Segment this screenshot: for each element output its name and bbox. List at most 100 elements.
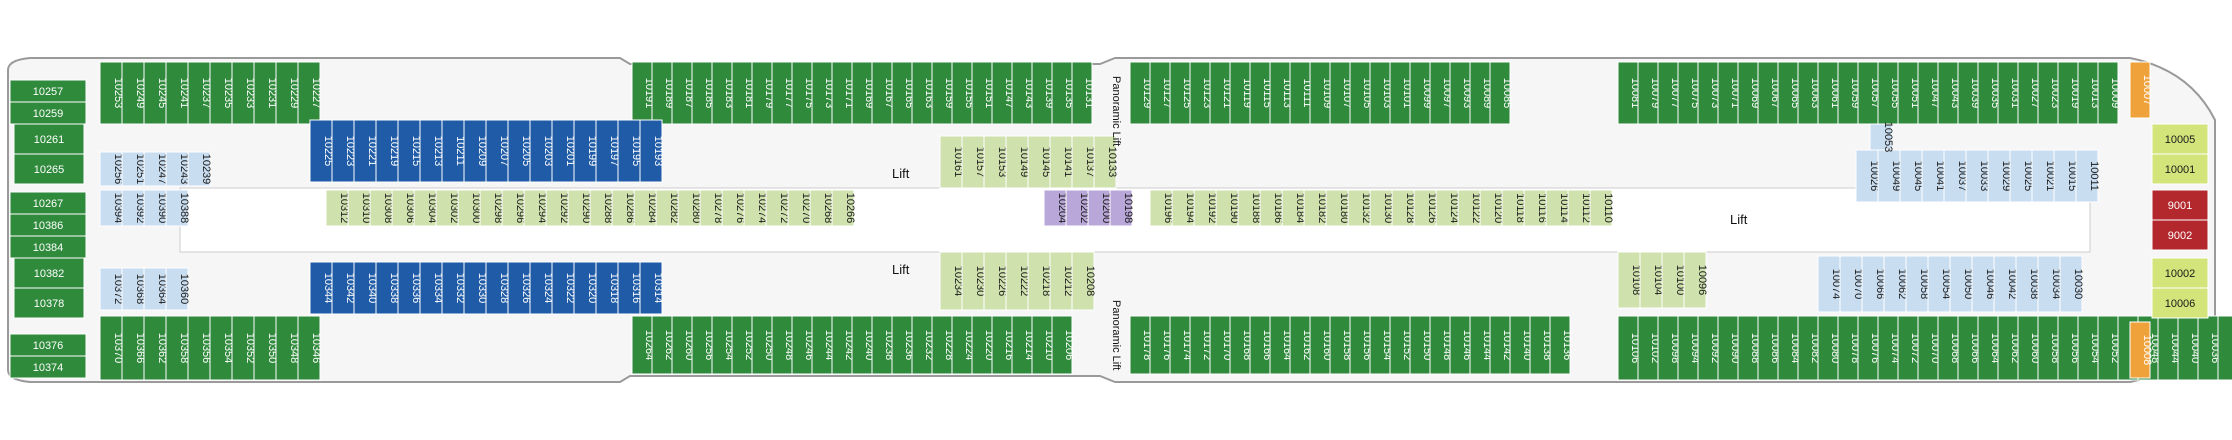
cabin-10230[interactable]: 10230 xyxy=(961,251,986,311)
cabin-10251[interactable]: 10251 xyxy=(121,151,146,187)
cabin-10378[interactable]: 10378 xyxy=(13,287,85,319)
cabin-10374[interactable]: 10374 xyxy=(9,355,87,379)
cabin-10249[interactable]: 10249 xyxy=(121,61,146,125)
cabin-10259[interactable]: 10259 xyxy=(9,101,87,125)
cabin-10284[interactable]: 10284 xyxy=(633,189,658,227)
cabin-10352[interactable]: 10352 xyxy=(231,315,256,381)
cabin-10149[interactable]: 10149 xyxy=(1005,135,1030,189)
cabin-10364[interactable]: 10364 xyxy=(143,267,168,311)
cabin-10218[interactable]: 10218 xyxy=(1027,251,1052,311)
cabin-10306[interactable]: 10306 xyxy=(391,189,416,227)
cabin-10153[interactable]: 10153 xyxy=(983,135,1008,189)
cabin-10197[interactable]: 10197 xyxy=(595,119,620,183)
cabin-10025[interactable]: 10025 xyxy=(2009,149,2034,203)
cabin-10124[interactable]: 10124 xyxy=(1435,189,1460,227)
cabin-10053[interactable]: 10053 xyxy=(1869,122,1894,153)
cabin-10136[interactable]: 10136 xyxy=(1549,315,1573,375)
cabin-10354[interactable]: 10354 xyxy=(209,315,234,381)
cabin-10204[interactable]: 10204 xyxy=(1043,189,1068,227)
cabin-10324[interactable]: 10324 xyxy=(529,261,554,315)
cabin-10342[interactable]: 10342 xyxy=(331,261,356,315)
cabin-10130[interactable]: 10130 xyxy=(1369,189,1394,227)
cabin-10382[interactable]: 10382 xyxy=(13,257,85,289)
cabin-10394[interactable]: 10394 xyxy=(99,189,124,227)
cabin-10120[interactable]: 10120 xyxy=(1479,189,1504,227)
cabin-10037[interactable]: 10037 xyxy=(1943,149,1968,203)
cabin-10257[interactable]: 10257 xyxy=(9,79,87,103)
cabin-10131[interactable]: 10131 xyxy=(1071,61,1095,125)
cabin-10274[interactable]: 10274 xyxy=(743,189,768,227)
cabin-10042[interactable]: 10042 xyxy=(1993,255,2018,313)
cabin-10033[interactable]: 10033 xyxy=(1965,149,1990,203)
cabin-10207[interactable]: 10207 xyxy=(485,119,510,183)
cabin-10116[interactable]: 10116 xyxy=(1523,189,1548,227)
cabin-10086[interactable]: 10086 xyxy=(1757,315,1781,381)
cabin-10256[interactable]: 10256 xyxy=(99,151,124,187)
cabin-10015[interactable]: 10015 xyxy=(2053,149,2078,203)
cabin-10310[interactable]: 10310 xyxy=(347,189,372,227)
cabin-10386[interactable]: 10386 xyxy=(9,213,87,237)
cabin-10334[interactable]: 10334 xyxy=(419,261,444,315)
cabin-10206[interactable]: 10206 xyxy=(1051,315,1075,375)
cabin-10336[interactable]: 10336 xyxy=(397,261,422,315)
cabin-10145[interactable]: 10145 xyxy=(1027,135,1052,189)
cabin-10180[interactable]: 10180 xyxy=(1325,189,1350,227)
cabin-10194[interactable]: 10194 xyxy=(1171,189,1196,227)
cabin-10122[interactable]: 10122 xyxy=(1457,189,1482,227)
cabin-10212[interactable]: 10212 xyxy=(1049,251,1074,311)
cabin-10093[interactable]: 10093 xyxy=(1449,61,1473,125)
cabin-10316[interactable]: 10316 xyxy=(617,261,642,315)
cabin-10390[interactable]: 10390 xyxy=(143,189,168,227)
cabin-10267[interactable]: 10267 xyxy=(9,191,87,215)
cabin-10320[interactable]: 10320 xyxy=(573,261,598,315)
cabin-10049[interactable]: 10049 xyxy=(1877,149,1902,203)
cabin-10100[interactable]: 10100 xyxy=(1661,251,1686,309)
cabin-10161[interactable]: 10161 xyxy=(939,135,964,189)
cabin-10272[interactable]: 10272 xyxy=(765,189,790,227)
cabin-10300[interactable]: 10300 xyxy=(457,189,482,227)
cabin-10326[interactable]: 10326 xyxy=(507,261,532,315)
cabin-10201[interactable]: 10201 xyxy=(551,119,576,183)
cabin-10298[interactable]: 10298 xyxy=(479,189,504,227)
cabin-10041[interactable]: 10041 xyxy=(1921,149,1946,203)
cabin-10205[interactable]: 10205 xyxy=(507,119,532,183)
cabin-10288[interactable]: 10288 xyxy=(589,189,614,227)
cabin-10190[interactable]: 10190 xyxy=(1215,189,1240,227)
cabin-10221[interactable]: 10221 xyxy=(353,119,378,183)
cabin-10213[interactable]: 10213 xyxy=(419,119,444,183)
cabin-10338[interactable]: 10338 xyxy=(375,261,400,315)
cabin-10239[interactable]: 10239 xyxy=(187,151,212,187)
cabin-10278[interactable]: 10278 xyxy=(699,189,724,227)
cabin-10270[interactable]: 10270 xyxy=(787,189,812,227)
cabin-10328[interactable]: 10328 xyxy=(485,261,510,315)
cabin-10008[interactable]: 10008 xyxy=(2129,321,2153,379)
cabin-10266[interactable]: 10266 xyxy=(831,189,856,227)
cabin-10237[interactable]: 10237 xyxy=(187,61,212,125)
cabin-10043[interactable]: 10043 xyxy=(1937,61,1961,125)
cabin-10350[interactable]: 10350 xyxy=(253,315,278,381)
cabin-10276[interactable]: 10276 xyxy=(721,189,746,227)
cabin-10184[interactable]: 10184 xyxy=(1281,189,1306,227)
cabin-9001[interactable]: 9001 xyxy=(2151,189,2209,221)
cabin-10261[interactable]: 10261 xyxy=(13,123,85,155)
cabin-10032[interactable]: 10032 xyxy=(2217,315,2232,381)
cabin-10074[interactable]: 10074 xyxy=(1877,315,1901,381)
cabin-10332[interactable]: 10332 xyxy=(441,261,466,315)
cabin-10186[interactable]: 10186 xyxy=(1259,189,1284,227)
cabin-10005[interactable]: 10005 xyxy=(2151,123,2209,155)
cabin-10227[interactable]: 10227 xyxy=(297,61,322,125)
cabin-10222[interactable]: 10222 xyxy=(1005,251,1030,311)
cabin-10392[interactable]: 10392 xyxy=(121,189,146,227)
cabin-10021[interactable]: 10021 xyxy=(2031,149,2056,203)
cabin-10054[interactable]: 10054 xyxy=(1927,255,1952,313)
cabin-10233[interactable]: 10233 xyxy=(231,61,256,125)
cabin-10314[interactable]: 10314 xyxy=(639,261,664,315)
cabin-10038[interactable]: 10038 xyxy=(2015,255,2040,313)
cabin-10312[interactable]: 10312 xyxy=(325,189,350,227)
cabin-10215[interactable]: 10215 xyxy=(397,119,422,183)
cabin-10231[interactable]: 10231 xyxy=(253,61,278,125)
cabin-10001[interactable]: 10001 xyxy=(2151,153,2209,185)
cabin-10058[interactable]: 10058 xyxy=(1905,255,1930,313)
cabin-10356[interactable]: 10356 xyxy=(187,315,212,381)
cabin-10108[interactable]: 10108 xyxy=(1617,251,1642,309)
